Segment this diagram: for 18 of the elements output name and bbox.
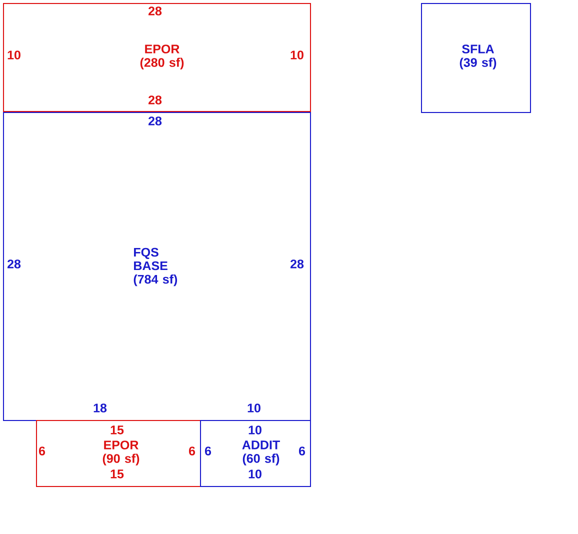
dimension-label: 10 xyxy=(8,50,20,60)
dimension-label: 28 xyxy=(148,6,162,16)
dimension-label: 28 xyxy=(8,260,21,268)
dimension-label: 28 xyxy=(148,96,162,104)
room-box: SFLA (39 sf) xyxy=(421,3,531,113)
dimension-label: 28 xyxy=(290,260,304,268)
dimension-label: 6 xyxy=(38,446,46,456)
dimension-label: 10 xyxy=(290,50,304,60)
dimension-label: 6 xyxy=(298,446,306,456)
dimension-label: 18 xyxy=(94,404,107,412)
dimension-label: 10 xyxy=(248,404,260,412)
dimension-label: 10 xyxy=(248,470,262,478)
dimension-label: 28 xyxy=(148,116,162,126)
dimension-label: 15 xyxy=(110,470,124,478)
dimension-label: 10 xyxy=(248,426,262,434)
dimension-label: 6 xyxy=(188,446,196,456)
dimension-label: 15 xyxy=(110,426,124,434)
dimension-label: 6 xyxy=(204,446,212,456)
